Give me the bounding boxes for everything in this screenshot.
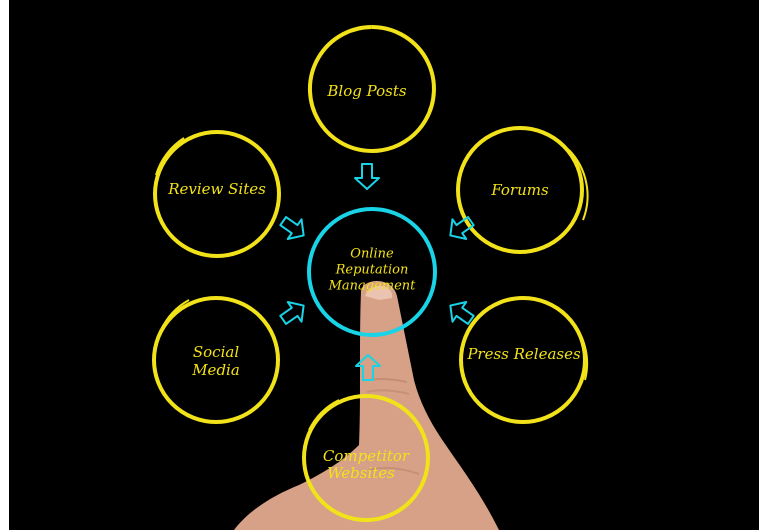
arrow-press-releases [449, 301, 475, 325]
forums-label: Forums [490, 181, 549, 199]
social-media-label-line-1: Social [193, 343, 239, 361]
node-forums: Forums [456, 126, 589, 254]
review-sites-label: Review Sites [167, 180, 266, 198]
arrow-review-sites [279, 216, 305, 240]
arrow-blog-posts [354, 163, 380, 190]
reputation-diagram: Online Reputation Management Blog Posts … [152, 25, 589, 530]
center-ring [307, 207, 437, 337]
node-review-sites: Review Sites [153, 130, 281, 258]
arrow-forums [449, 216, 475, 240]
node-social-media: Social Media [152, 296, 280, 424]
arrow-competitor-websites [355, 354, 381, 381]
center-node: Online Reputation Management [307, 207, 437, 337]
center-label-line-2: Reputation [335, 263, 409, 278]
competitor-websites-label-line-1: Competitor [323, 447, 410, 465]
pointing-finger [234, 281, 499, 530]
competitor-websites-label-line-2: Websites [327, 464, 395, 482]
node-blog-posts: Blog Posts [307, 25, 436, 153]
center-label-line-1: Online [350, 247, 394, 262]
press-releases-ring [459, 296, 587, 424]
social-media-label-line-2: Media [191, 361, 240, 379]
review-sites-ring [153, 130, 281, 258]
blog-posts-label: Blog Posts [326, 82, 406, 100]
blog-posts-ring-accent [410, 39, 436, 111]
node-competitor-websites: Competitor Websites [302, 394, 430, 522]
competitor-websites-ring [302, 394, 430, 522]
social-media-ring-accent [160, 299, 190, 331]
diagram-canvas: Online Reputation Management Blog Posts … [9, 0, 759, 530]
blog-posts-ring [307, 25, 436, 153]
review-sites-ring-accent [155, 137, 185, 176]
node-press-releases: Press Releases [459, 296, 589, 424]
forums-ring-accent [568, 149, 589, 221]
forums-ring [456, 126, 584, 254]
arrow-social-media [279, 301, 305, 325]
press-releases-label: Press Releases [466, 345, 581, 363]
center-label-line-3: Management [328, 279, 417, 294]
social-media-ring [152, 296, 280, 424]
competitor-websites-ring-accent [308, 399, 340, 431]
press-releases-ring-accent [568, 317, 589, 381]
